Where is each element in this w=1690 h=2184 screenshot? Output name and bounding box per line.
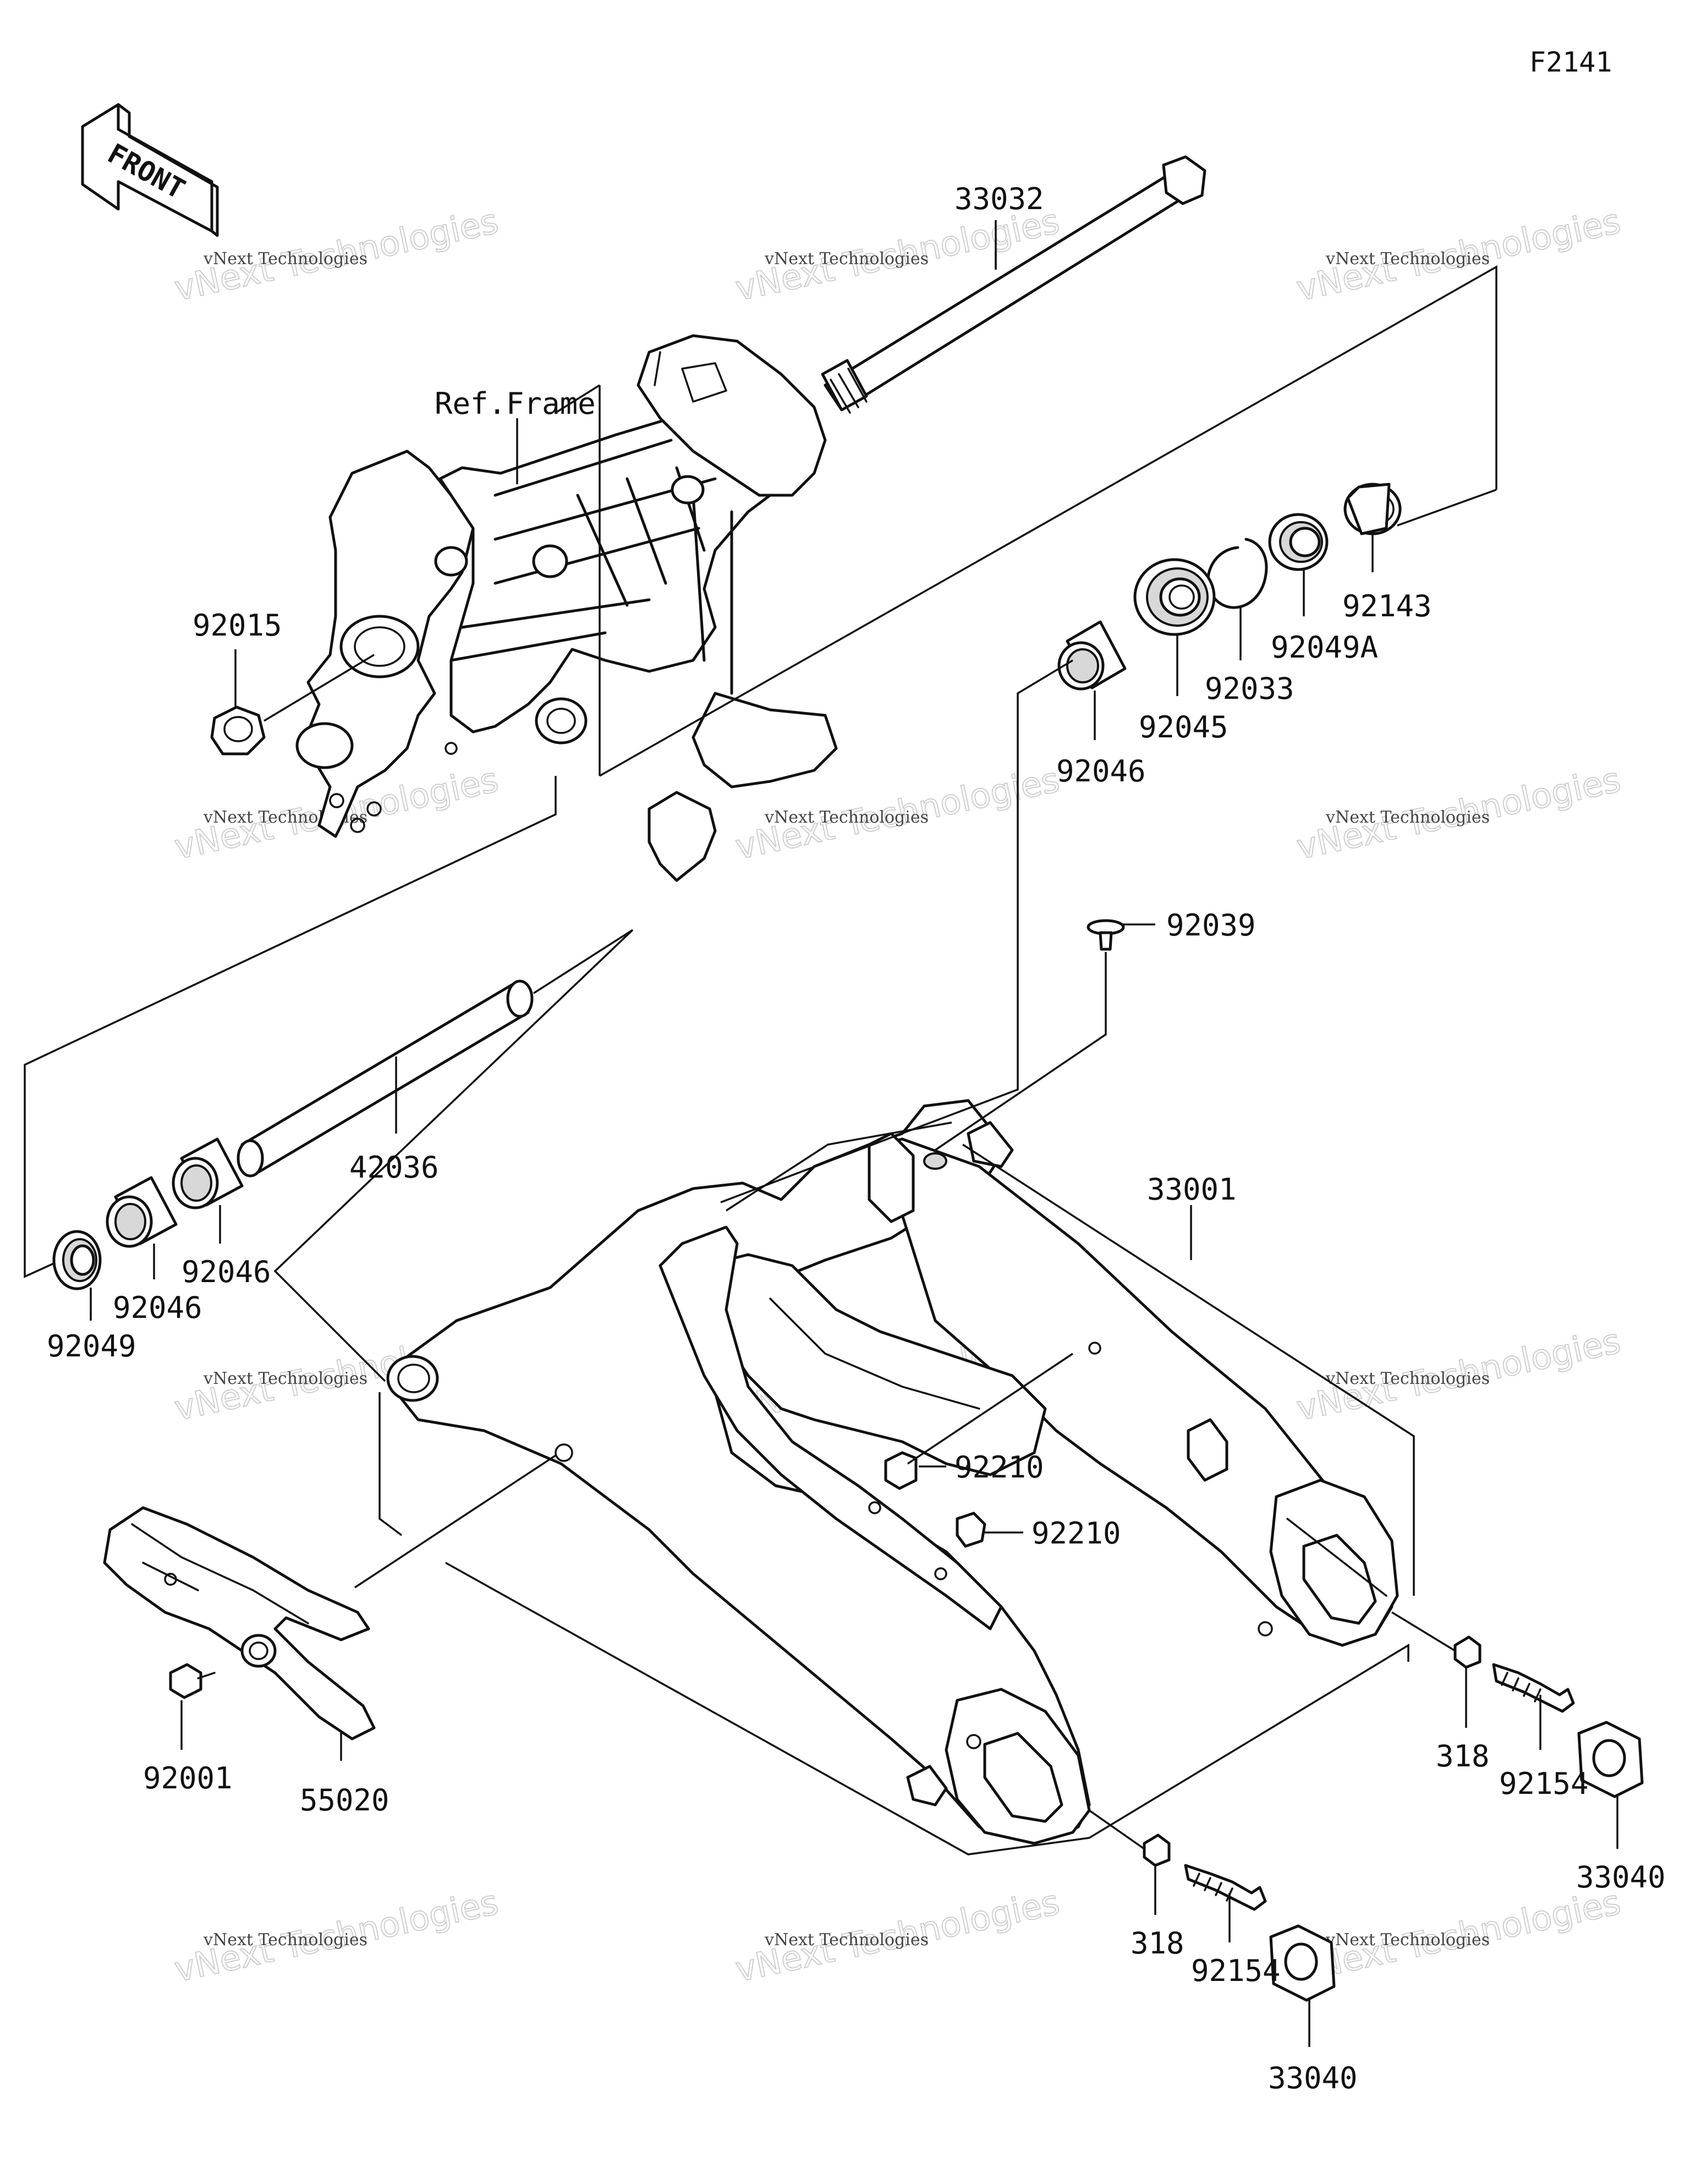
label-circlip-92033: 92033 bbox=[1205, 671, 1294, 706]
axle-33032 bbox=[821, 155, 1206, 414]
grease-nipple-92210-a bbox=[884, 1451, 918, 1490]
watermark-text: vNext Technologies bbox=[203, 249, 367, 269]
bolt-92001 bbox=[169, 1663, 216, 1699]
label-cap-92039: 92039 bbox=[1166, 908, 1256, 943]
watermark-text: vNext Technologies bbox=[764, 249, 929, 269]
chain-guard-55020 bbox=[103, 1506, 376, 1740]
bearing-stack-left bbox=[52, 979, 534, 1290]
watermark-text: vNext Technologies bbox=[1325, 808, 1490, 827]
bearing-stack-right bbox=[1057, 483, 1402, 691]
label-seal-92049A: 92049A bbox=[1271, 630, 1378, 665]
label-nipple-92210-a: 92210 bbox=[954, 1450, 1044, 1485]
label-ref-frame: Ref.Frame bbox=[435, 386, 596, 421]
circlip-92033 bbox=[1206, 538, 1268, 609]
spacer-pipe-42036 bbox=[240, 983, 530, 1174]
bolt-cap-92039 bbox=[1087, 919, 1125, 951]
part-labels: 33032 Ref.Frame 92015 92143 92049A 92033… bbox=[47, 182, 1666, 2095]
nut-318-right bbox=[1453, 1635, 1482, 1669]
watermark-text: vNext Technologies bbox=[1325, 249, 1490, 269]
label-bolt-92154-left: 92154 bbox=[1191, 1953, 1281, 1988]
watermark-text: vNext Technologies bbox=[1325, 1930, 1490, 1950]
adjuster-left bbox=[1143, 1833, 1336, 2002]
label-nut-318-left: 318 bbox=[1131, 1926, 1184, 1961]
label-bearing-92046-upper: 92046 bbox=[1056, 754, 1146, 789]
nut-92015 bbox=[210, 705, 266, 756]
label-guard-55020: 55020 bbox=[300, 1783, 389, 1818]
watermark-text: vNext Technologies bbox=[203, 1369, 367, 1388]
label-block-33040-left: 33040 bbox=[1268, 2061, 1358, 2095]
label-bearing-92045: 92045 bbox=[1139, 710, 1228, 745]
frame-reference bbox=[295, 334, 838, 882]
watermark-text: vNext Technologies bbox=[203, 1930, 367, 1950]
bolt-92154-left bbox=[1184, 1864, 1267, 1911]
nut-318-left bbox=[1143, 1833, 1171, 1867]
label-collar-92143: 92143 bbox=[1342, 589, 1432, 623]
label-bearing-92046-b: 92046 bbox=[182, 1255, 271, 1289]
label-nut-92015: 92015 bbox=[193, 608, 282, 643]
label-bolt-92154-right: 92154 bbox=[1499, 1766, 1589, 1801]
label-swingarm-33001: 33001 bbox=[1147, 1172, 1237, 1207]
label-nut-318-right: 318 bbox=[1436, 1739, 1490, 1774]
adjuster-right bbox=[1453, 1635, 1644, 1798]
leader-lines bbox=[24, 220, 1618, 2047]
label-pipe-42036: 42036 bbox=[349, 1150, 439, 1185]
watermark-text: vNext Technologies bbox=[764, 808, 929, 827]
figure-id: F2141 bbox=[1529, 46, 1612, 78]
label-seal-92049: 92049 bbox=[47, 1329, 136, 1364]
label-bearing-92046-a: 92046 bbox=[113, 1290, 202, 1325]
grease-nipple-92210-b bbox=[956, 1512, 986, 1548]
label-axle: 33032 bbox=[954, 182, 1044, 216]
watermark-text: vNext Technologies bbox=[764, 1930, 929, 1950]
watermark-text: vNext Technologies bbox=[1325, 1369, 1490, 1388]
swingarm-33001 bbox=[386, 1099, 1399, 1845]
label-nipple-92210-b: 92210 bbox=[1031, 1516, 1121, 1551]
bolt-92154-right bbox=[1492, 1663, 1575, 1713]
label-bolt-92001: 92001 bbox=[143, 1761, 233, 1796]
label-block-33040-right: 33040 bbox=[1576, 1860, 1666, 1895]
front-arrow-icon: FRONT bbox=[81, 103, 219, 237]
